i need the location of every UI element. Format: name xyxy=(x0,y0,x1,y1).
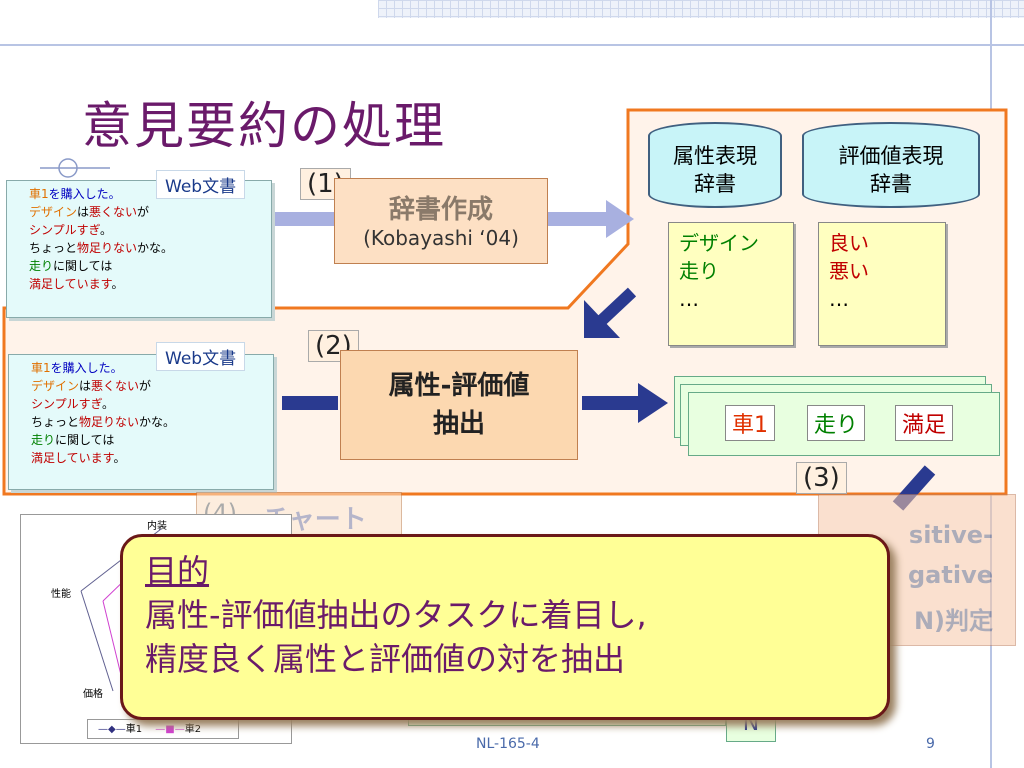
footer-label: NL-165-4 xyxy=(476,736,540,752)
doc-text: 。 xyxy=(111,277,124,291)
dictionary-creation-box: 辞書作成 (Kobayashi ‘04) xyxy=(334,178,548,264)
callout-heading: 目的 xyxy=(145,552,210,590)
pn-text: gative xyxy=(908,561,993,589)
doc-text: 物足りない xyxy=(77,241,138,255)
tuple-target: 車1 xyxy=(725,405,775,441)
doc-text: 。 xyxy=(113,451,126,465)
chart-legend: —◆—車1 —■—車2 xyxy=(87,719,239,739)
legend-item: 車1 xyxy=(125,724,143,735)
chart-label: 内装 xyxy=(147,521,167,532)
chart-label: 性能 xyxy=(51,589,71,600)
doc-text: 車1 xyxy=(29,187,49,201)
doc-text: 走り xyxy=(29,259,54,273)
attribute-evaluation-extraction-box: 属性-評価値 抽出 xyxy=(340,350,578,460)
entry: 走り xyxy=(679,259,719,283)
legend-item: 車2 xyxy=(184,724,202,735)
entry: … xyxy=(829,287,849,311)
doc-text: 。 xyxy=(102,397,115,411)
doc-text: が xyxy=(137,205,150,219)
doc-text: に関しては xyxy=(55,433,115,447)
entry: … xyxy=(679,287,699,311)
doc-text: 物足りない xyxy=(79,415,140,429)
doc-text: 悪くない xyxy=(89,205,138,219)
dictionary-label: 辞書 xyxy=(870,172,912,196)
doc-text: 満足しています xyxy=(29,277,112,291)
page-number: 9 xyxy=(926,736,935,752)
chart-label: 価格 xyxy=(83,689,103,700)
doc-text: デザイン xyxy=(31,379,80,393)
tuple-value: 満足 xyxy=(895,405,954,441)
dictionary-label: 属性表現 xyxy=(673,144,757,168)
entry: 悪い xyxy=(829,259,869,283)
doc-text: デザイン xyxy=(29,205,78,219)
web-document-1: 車1を購入した。 デザインは悪くないが シンプルすぎ。 ちょっと物足りないかな。… xyxy=(6,180,272,318)
decorative-grid xyxy=(378,0,1024,18)
decorative-line xyxy=(0,44,1024,46)
step1-title: 辞書作成 xyxy=(388,195,493,225)
attribute-entries-note: デザイン 走り … xyxy=(668,222,794,346)
dictionary-label: 辞書 xyxy=(694,172,736,196)
doc-text: は xyxy=(77,205,90,219)
entry: デザイン xyxy=(679,231,759,255)
doc-text: 走り xyxy=(31,433,56,447)
attribute-dictionary: 属性表現 辞書 xyxy=(648,122,782,208)
dictionary-label: 評価値表現 xyxy=(838,144,944,168)
tuple-card: 車1 走り 満足 xyxy=(688,392,1000,456)
step2-line: 抽出 xyxy=(432,409,485,439)
doc-text: シンプルすぎ xyxy=(29,223,101,237)
doc-text: 。 xyxy=(100,223,113,237)
evaluation-entries-note: 良い 悪い … xyxy=(818,222,946,346)
web-document-label: Web文書 xyxy=(156,170,246,199)
doc-text: を購入した。 xyxy=(48,187,121,201)
pn-text: sitive- xyxy=(908,521,993,549)
doc-text: 悪くない xyxy=(91,379,140,393)
doc-text: ちょっと xyxy=(31,415,80,429)
doc-text: ちょっと xyxy=(29,241,78,255)
doc-text: は xyxy=(79,379,92,393)
slide-title: 意見要約の処理 xyxy=(82,97,446,155)
tuple-attribute: 走り xyxy=(807,405,866,441)
evaluation-dictionary: 評価値表現 辞書 xyxy=(802,122,980,208)
step1-subtitle: (Kobayashi ‘04) xyxy=(363,226,519,250)
doc-text: 満足しています xyxy=(31,451,114,465)
doc-text: に関しては xyxy=(53,259,113,273)
web-document-label: Web文書 xyxy=(156,342,246,371)
doc-text: が xyxy=(139,379,152,393)
callout-line: 属性-評価値抽出のタスクに着目し, xyxy=(145,596,647,634)
doc-text: かな。 xyxy=(139,415,176,429)
doc-text: かな。 xyxy=(137,241,174,255)
objective-callout: 目的 属性-評価値抽出のタスクに着目し, 精度良く属性と評価値の対を抽出 xyxy=(120,534,890,720)
doc-text: を購入した。 xyxy=(50,361,123,375)
pn-text: N)判定 xyxy=(913,607,993,635)
doc-text: 車1 xyxy=(31,361,51,375)
doc-text: シンプルすぎ xyxy=(31,397,103,411)
callout-line: 精度良く属性と評価値の対を抽出 xyxy=(145,640,626,678)
step2-line: 属性-評価値 xyxy=(388,371,530,401)
entry: 良い xyxy=(829,231,869,255)
step-number-3: (3) xyxy=(796,462,847,494)
web-document-2: 車1を購入した。 デザインは悪くないが シンプルすぎ。 ちょっと物足りないかな。… xyxy=(8,354,274,490)
